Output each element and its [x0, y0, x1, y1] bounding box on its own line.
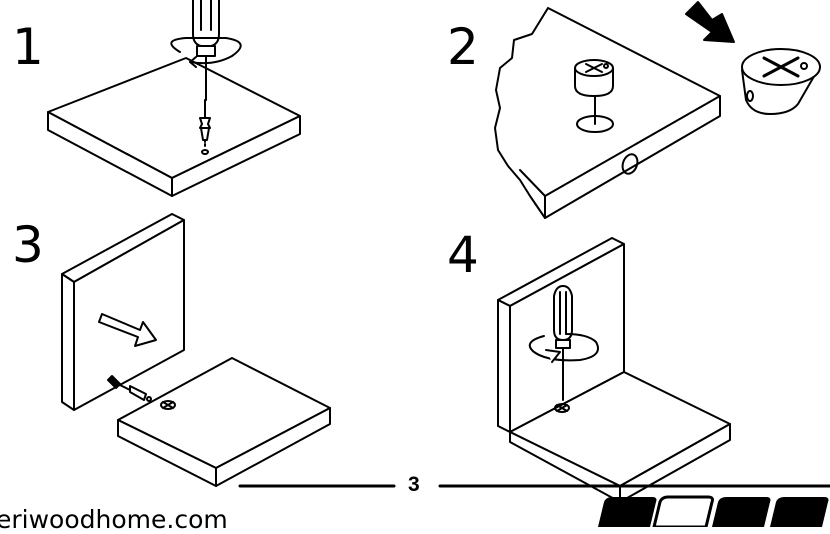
- step-3-illustration: [62, 214, 330, 486]
- page-number: 3: [408, 473, 420, 497]
- step-4-illustration: [498, 238, 730, 502]
- step-2-illustration: [495, 2, 820, 218]
- side-panel: [62, 214, 184, 410]
- panel-board: [48, 58, 300, 196]
- panel-board-detail: [495, 8, 720, 218]
- cam-lock-closeup: [742, 49, 820, 114]
- bottom-panel: [118, 358, 330, 486]
- website-link[interactable]: eriwoodhome.com: [0, 505, 228, 534]
- step-1-illustration: [48, 0, 300, 196]
- push-arrow-icon: [686, 2, 734, 42]
- footer-badge-icon: [598, 497, 829, 527]
